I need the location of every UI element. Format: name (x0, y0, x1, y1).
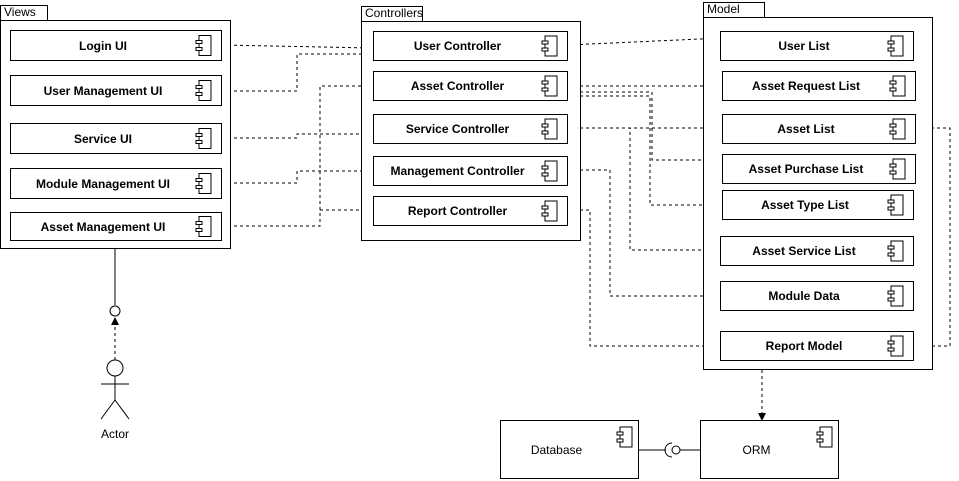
model-package-tab: Model (703, 2, 765, 17)
views-interface-circle (109, 305, 121, 317)
component-label: Report Model (765, 339, 843, 353)
component-icon (195, 216, 212, 237)
asset-purchase-list-component[interactable]: Asset Purchase List (722, 154, 916, 184)
link-reportcontroller-reportmodel (568, 209, 723, 350)
component-label: Report Controller (407, 204, 508, 218)
component-icon (541, 160, 558, 182)
component-icon (887, 285, 904, 307)
component-icon (541, 75, 558, 97)
component-icon (541, 35, 558, 57)
component-label: Service UI (73, 131, 133, 146)
service-ui-component[interactable]: Service UI (10, 123, 222, 154)
component-label: Module Management UI (35, 176, 170, 191)
link-assetmgmt-reportcontroller (222, 82, 373, 227)
asset-service-list-component[interactable]: Asset Service List (720, 236, 914, 266)
component-icon (616, 426, 633, 448)
component-label: Module Data (768, 289, 840, 303)
link-usermgmt-assetcontroller (222, 50, 373, 92)
component-icon (541, 118, 558, 140)
module-data-component[interactable]: Module Data (720, 281, 914, 311)
link-usercontroller-userlist (567, 34, 723, 46)
link-servicecontroller-servicelist (568, 127, 723, 254)
asset-controller-component[interactable]: Asset Controller (373, 71, 568, 101)
service-controller-component[interactable]: Service Controller (373, 114, 568, 144)
component-icon (195, 128, 212, 149)
component-icon (887, 194, 904, 216)
component-label: Database (530, 442, 583, 457)
database-component[interactable]: Database (500, 420, 639, 479)
component-label: Login UI (79, 38, 127, 53)
views-package-tab: Views (0, 5, 48, 20)
component-label: Asset Management UI (40, 219, 166, 234)
link-assetcontroller-purchaselist (568, 91, 723, 164)
module-management-ui-component[interactable]: Module Management UI (10, 168, 222, 199)
user-list-component[interactable]: User List (720, 31, 914, 61)
link-service-servicecontroller (222, 130, 373, 139)
user-management-ui-component[interactable]: User Management UI (10, 75, 222, 106)
component-icon (887, 335, 904, 357)
component-icon (816, 426, 833, 448)
component-label: Service Controller (405, 122, 510, 136)
component-label: Asset Service List (752, 244, 856, 258)
link-modulemgmt-mgmtcontroller (222, 167, 373, 184)
component-label: Asset Request List (751, 79, 861, 93)
link-login-usercontroller (221, 43, 373, 52)
component-icon (887, 35, 904, 57)
component-icon (889, 158, 906, 180)
component-label: User Controller (413, 39, 502, 53)
component-icon (889, 75, 906, 97)
asset-list-component[interactable]: Asset List (722, 114, 916, 144)
component-label: Asset Controller (410, 79, 505, 93)
component-label: Asset Type List (761, 198, 849, 212)
component-label: User List (778, 39, 830, 53)
component-label: Management Controller (390, 164, 525, 178)
report-model-component[interactable]: Report Model (720, 331, 914, 361)
asset-management-ui-component[interactable]: Asset Management UI (10, 212, 222, 241)
user-controller-component[interactable]: User Controller (373, 31, 568, 61)
stick-figure-icon (100, 359, 130, 420)
link-mgmtcontroller-moduledata (568, 169, 723, 300)
component-label: ORM (742, 442, 771, 457)
report-controller-component[interactable]: Report Controller (373, 196, 568, 226)
component-icon (195, 80, 212, 101)
component-icon (887, 240, 904, 262)
component-label: Asset Purchase List (748, 162, 864, 176)
db-socket (664, 442, 673, 458)
controllers-package-tab: Controllers (361, 6, 423, 21)
component-icon (195, 173, 212, 194)
orm-component[interactable]: ORM (700, 420, 839, 479)
asset-type-list-component[interactable]: Asset Type List (722, 190, 914, 220)
component-icon (541, 200, 558, 222)
asset-request-list-component[interactable]: Asset Request List (722, 71, 916, 101)
login-ui-component[interactable]: Login UI (10, 30, 222, 61)
component-label: Asset List (777, 122, 835, 136)
actor-label: Actor (101, 427, 130, 441)
component-icon (195, 35, 212, 56)
component-label: User Management UI (43, 83, 163, 98)
component-icon (889, 118, 906, 140)
management-controller-component[interactable]: Management Controller (373, 156, 568, 186)
